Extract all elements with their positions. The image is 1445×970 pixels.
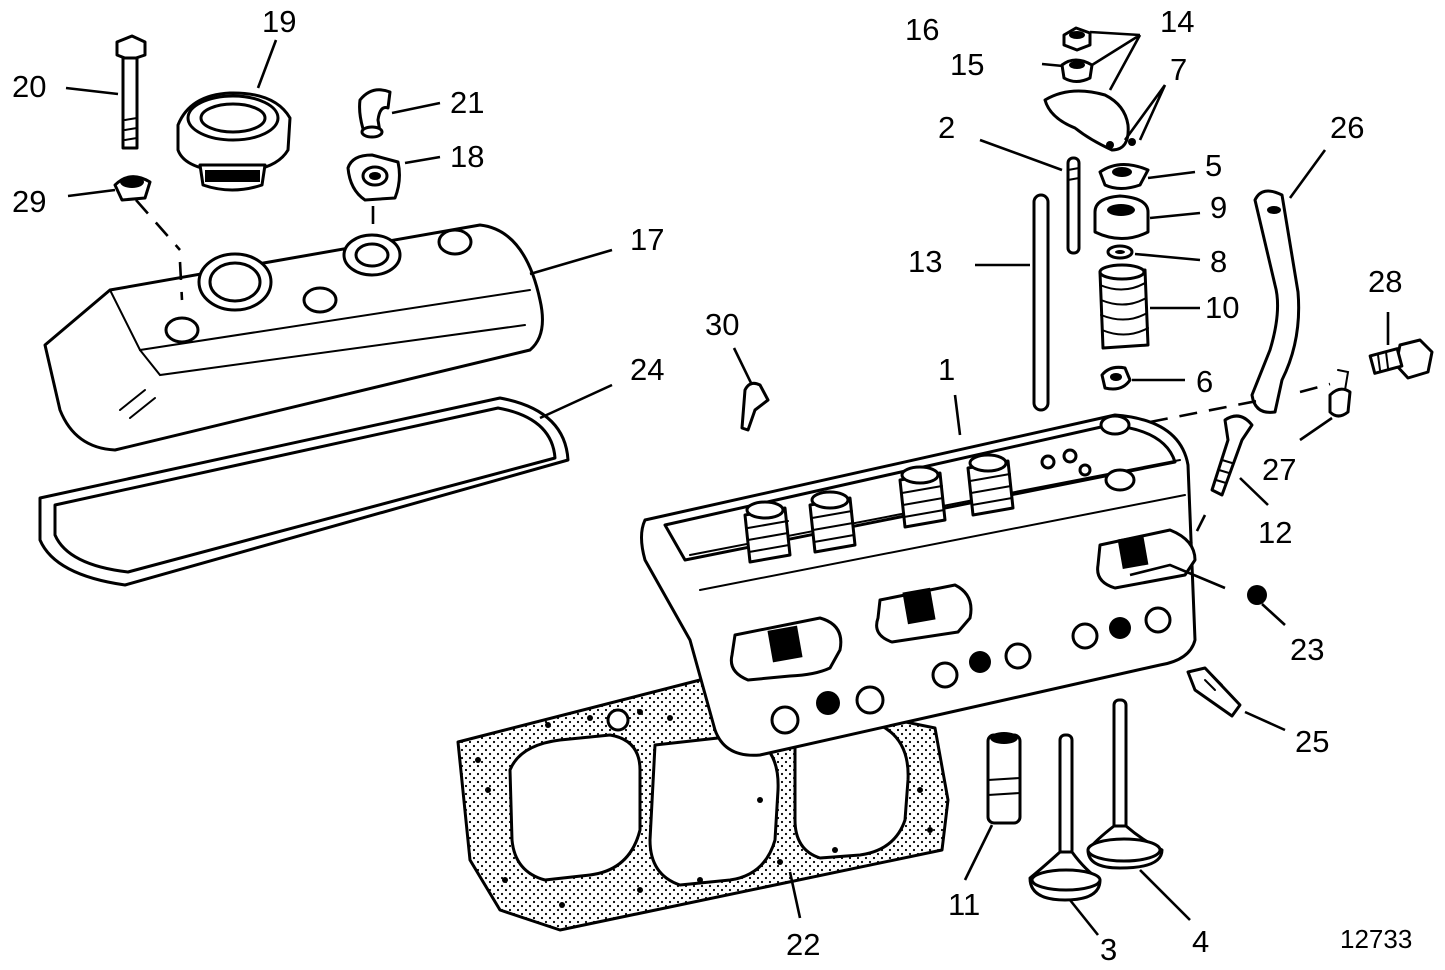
callout-7: 7 xyxy=(1170,52,1187,87)
breather-elbow-part xyxy=(358,88,392,139)
callout-28: 28 xyxy=(1368,264,1402,299)
callout-9: 9 xyxy=(1210,190,1227,225)
callout-24: 24 xyxy=(630,352,664,387)
callout-5: 5 xyxy=(1205,148,1222,183)
valve-cap-part xyxy=(1098,163,1150,190)
plug-part xyxy=(1247,585,1267,605)
rocker-arm-part xyxy=(1043,89,1136,152)
callout-14: 14 xyxy=(1160,4,1194,39)
callout-3: 3 xyxy=(1100,932,1117,967)
callout-23: 23 xyxy=(1290,632,1324,667)
callout-18: 18 xyxy=(450,139,484,174)
grommet-part xyxy=(113,175,152,202)
callout-29: 29 xyxy=(12,184,46,219)
breather-grommet-part xyxy=(346,153,401,202)
cover-bolt-part xyxy=(115,34,147,150)
callout-4: 4 xyxy=(1192,924,1209,959)
rotator-part xyxy=(1093,194,1150,240)
rocker-cover-part xyxy=(43,223,544,452)
callout-25: 25 xyxy=(1295,724,1329,759)
valve-spring-part xyxy=(1098,263,1150,350)
callout-21: 21 xyxy=(450,85,484,120)
valve-seal-part xyxy=(1106,244,1134,260)
figure-number: 12733 xyxy=(1340,924,1412,954)
rocker-nut-part xyxy=(1062,26,1092,52)
callout-22: 22 xyxy=(786,927,820,962)
bracket-bolt-part xyxy=(1368,338,1434,380)
callout-12: 12 xyxy=(1258,515,1292,550)
callout-6: 6 xyxy=(1196,364,1213,399)
callout-13: 13 xyxy=(908,244,942,279)
callout-8: 8 xyxy=(1210,244,1227,279)
head-stud-part xyxy=(1210,414,1254,497)
callout-20: 20 xyxy=(12,69,46,104)
callout-11: 11 xyxy=(948,887,980,922)
cylinder-head-part xyxy=(640,413,1197,757)
head-gasket-part xyxy=(456,678,950,932)
rocker-cover-gasket-part xyxy=(38,396,570,587)
callout-10: 10 xyxy=(1205,290,1239,325)
pushrod-part xyxy=(1032,193,1050,412)
spring-shim-part xyxy=(1100,365,1132,391)
callout-19: 19 xyxy=(262,4,296,39)
callout-1: 1 xyxy=(938,352,955,387)
callout-15: 15 xyxy=(950,47,984,82)
exhaust-valve-part xyxy=(1086,698,1164,870)
callout-26: 26 xyxy=(1330,110,1364,145)
rocker-stud-part xyxy=(1066,156,1081,255)
wire-clip-part xyxy=(1328,369,1352,418)
installed-valve-springs xyxy=(743,453,1015,564)
alignment-lines xyxy=(135,199,1331,546)
callout-16: 16 xyxy=(905,12,939,47)
oil-filler-cap-part xyxy=(176,91,292,192)
rocker-ball-part xyxy=(1060,58,1094,83)
clip-part xyxy=(740,381,770,432)
leader-lines xyxy=(65,30,1390,936)
callout-labels: 1 2 3 4 5 6 7 8 9 10 11 12 13 14 15 16 1… xyxy=(12,4,1412,967)
callout-30: 30 xyxy=(705,307,739,342)
callout-2: 2 xyxy=(938,110,955,145)
bracket-part xyxy=(1250,189,1301,414)
intake-valve-part xyxy=(1028,733,1102,902)
valve-lifter-part xyxy=(986,732,1022,825)
temperature-sender-part xyxy=(1186,666,1242,718)
callout-27: 27 xyxy=(1262,452,1296,487)
callout-17: 17 xyxy=(630,222,664,257)
